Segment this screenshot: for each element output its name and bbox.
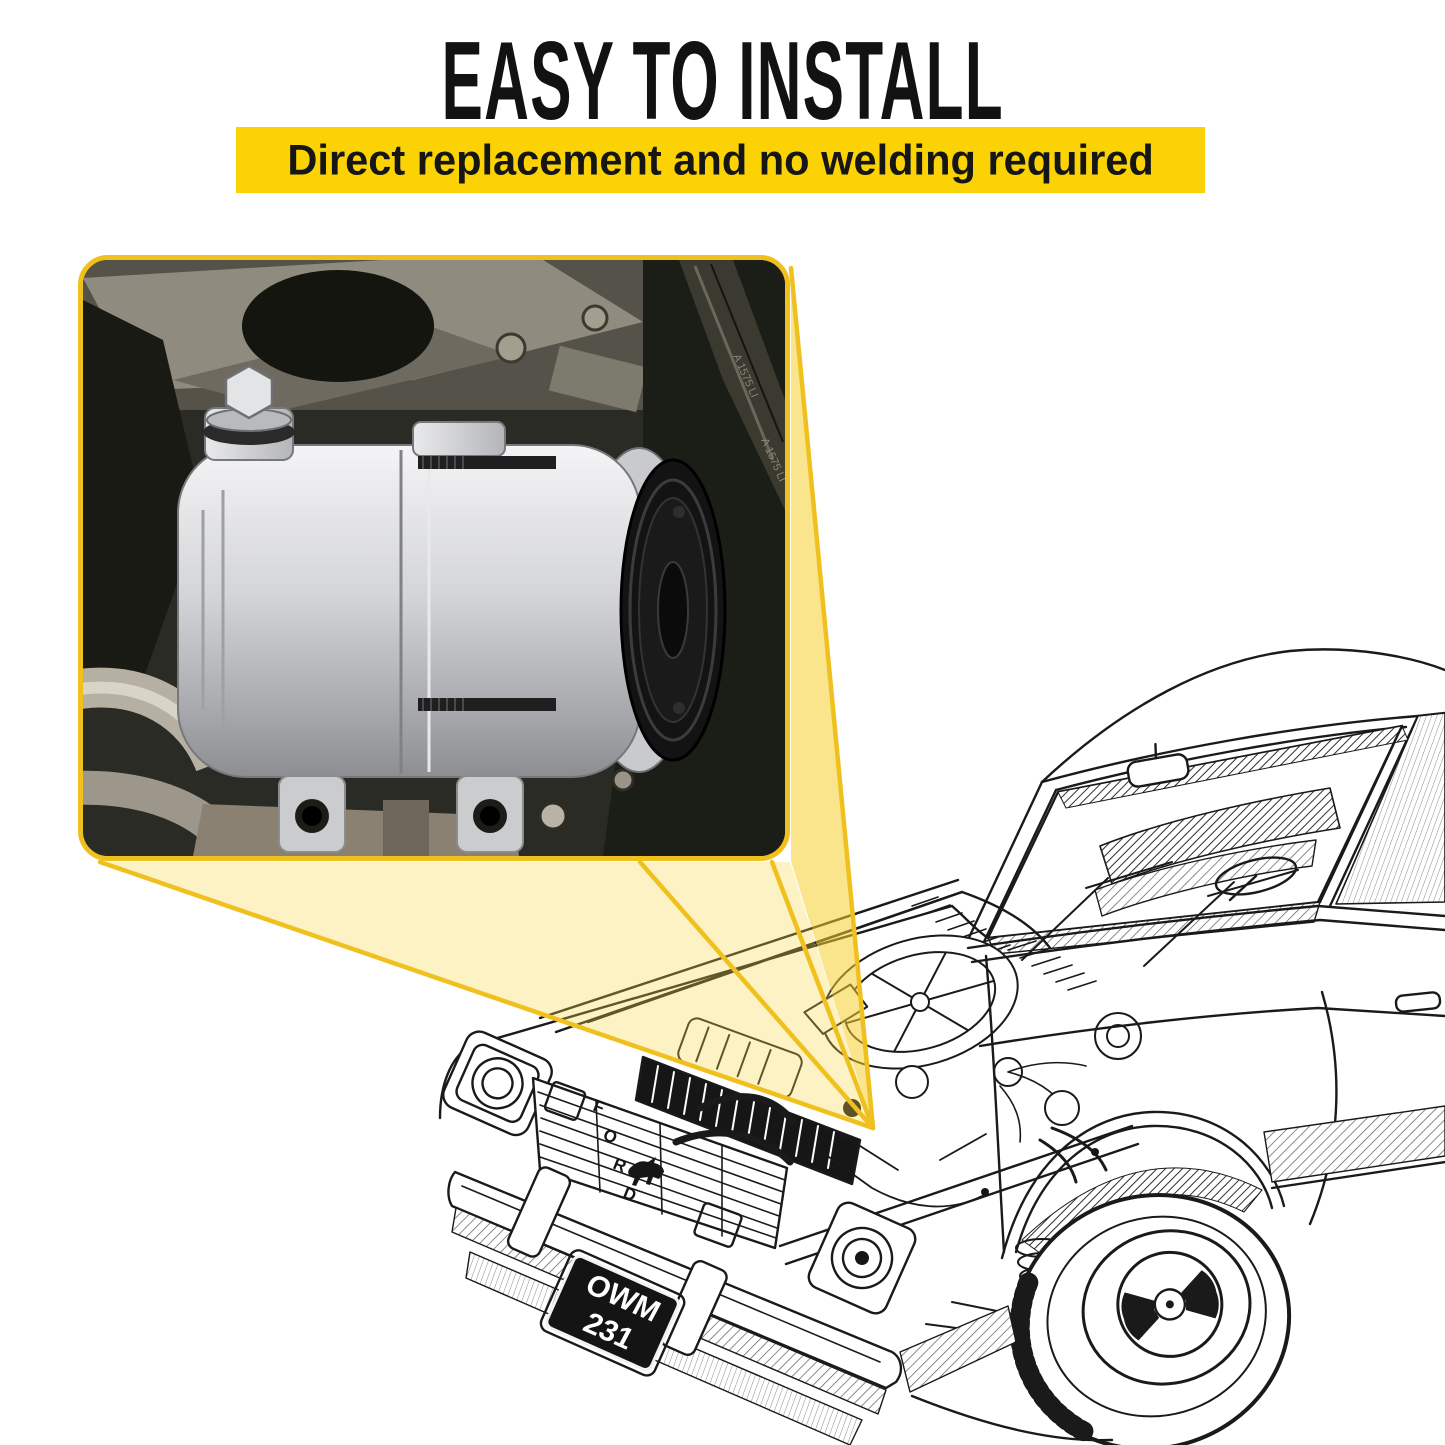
carburetor <box>895 1065 929 1099</box>
threaded-rod-bottom <box>418 698 556 711</box>
steering-column <box>1228 874 1258 902</box>
radiator-hose-lower <box>672 1129 794 1166</box>
top-boss <box>412 421 506 457</box>
rear-bench-seat <box>1099 787 1341 885</box>
mustang-horse-emblem <box>628 1157 664 1186</box>
door-cut-line <box>1308 990 1338 1226</box>
beltline-lower <box>970 918 1445 964</box>
compressor-body <box>177 444 641 778</box>
beltline <box>966 904 1445 950</box>
hood-crease-1 <box>538 878 960 1020</box>
grille <box>531 1076 789 1250</box>
drive-belt <box>679 260 785 510</box>
door-handle <box>1394 991 1442 1013</box>
b-pillar <box>1316 724 1404 904</box>
bg-dark-arch <box>242 270 434 382</box>
bumper-guard-left <box>506 1166 572 1258</box>
a-pillar <box>964 780 1044 946</box>
bg-bolt <box>581 304 609 332</box>
engine-bay <box>672 934 1142 1208</box>
sill-line <box>1270 1160 1445 1190</box>
grille-corner-lamp <box>543 1081 587 1121</box>
compressor-photo: A 1575 LI A 1575 LI <box>83 260 785 856</box>
hood-letter: O <box>601 1125 620 1148</box>
a-pillar-inner <box>980 788 1058 948</box>
alternator <box>1044 1090 1080 1126</box>
radiator-hose-upper <box>696 1093 796 1124</box>
steering-wheel <box>1214 856 1298 896</box>
front-wheel <box>1009 1193 1292 1445</box>
subtitle-banner: Direct replacement and no welding requir… <box>236 127 1205 193</box>
car-body: F O R D <box>438 648 1445 1445</box>
rocker-stripe-rear <box>1263 1105 1445 1183</box>
callout-beam <box>97 265 876 1131</box>
fender-top-line <box>468 904 954 1048</box>
beam-ray-1 <box>97 859 876 1131</box>
rocker-stripe-front <box>899 1305 1017 1393</box>
body-crease <box>978 1006 1445 1048</box>
beam-ray-2 <box>637 859 876 1131</box>
beam-ray-3 <box>769 859 876 1131</box>
bg-bracket-bottom <box>193 804 519 856</box>
cowl-join <box>950 904 990 940</box>
windshield-wipers <box>1021 861 1299 967</box>
fender-door-seam <box>984 954 1006 1254</box>
side-window <box>1335 712 1445 905</box>
ac-compressor <box>177 364 727 853</box>
threaded-rod-top <box>418 456 556 469</box>
rearview-mirror <box>1126 742 1190 788</box>
engine-block-lines <box>821 1131 987 1208</box>
roof-outline <box>1040 648 1445 784</box>
front-wheel-arch-inner <box>1014 1124 1274 1254</box>
right-headlight <box>807 1201 917 1315</box>
compressor-photo-inset: A 1575 LI A 1575 LI <box>78 255 790 861</box>
mounting-ears <box>278 775 524 853</box>
grille-corner-lamp-2 <box>693 1202 743 1248</box>
beam-ray-4 <box>788 265 876 1131</box>
hex-bolt <box>224 364 274 420</box>
brake-booster <box>1094 1012 1142 1060</box>
page-title-text: EASY TO INSTALL <box>441 18 1004 143</box>
clutch-hub <box>657 561 689 659</box>
bg-bolt <box>495 332 527 364</box>
bg-dark-left <box>83 300 203 690</box>
subtitle-banner-text: Direct replacement and no welding requir… <box>287 135 1154 184</box>
page-title: EASY TO INSTALL <box>0 18 1445 143</box>
left-headlight <box>442 1030 553 1137</box>
roof-inner-edge <box>1054 725 1408 792</box>
front-air-dam <box>910 1394 1114 1442</box>
roof-front-edge <box>1040 711 1445 784</box>
front-wheel-arch <box>1000 1110 1286 1260</box>
hood-inner-edge <box>586 890 1052 1024</box>
